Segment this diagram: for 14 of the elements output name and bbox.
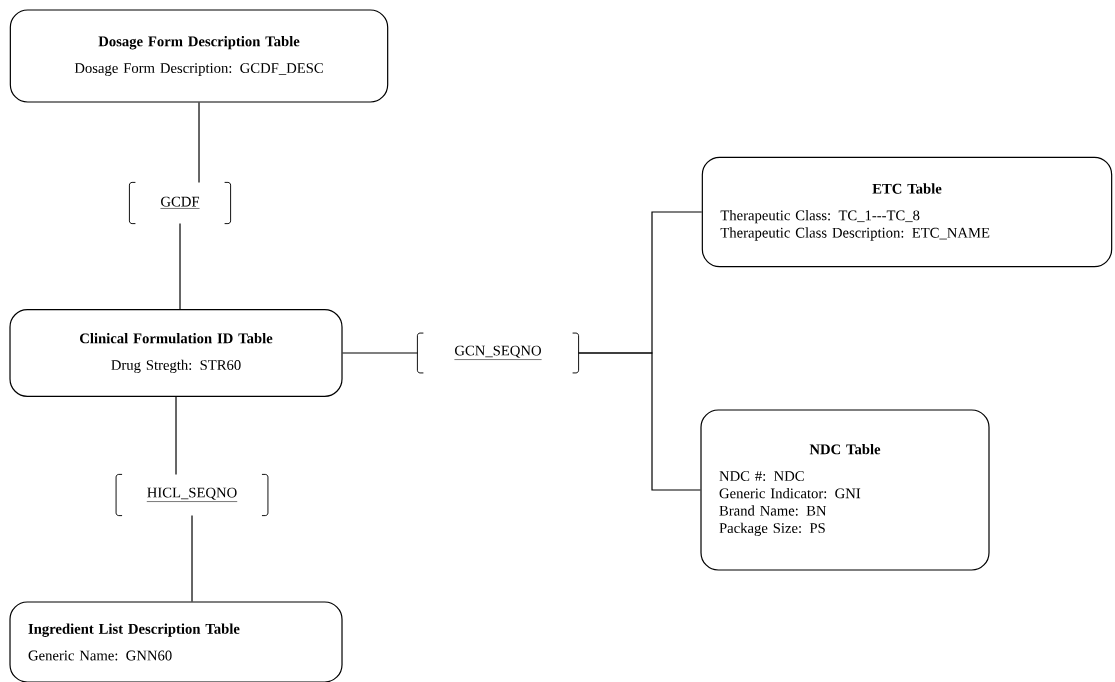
table-box: ETC Table Therapeutic Class: TC_1---TC_8 Therapeutic Class Description: ETC_NAME (701, 156, 1113, 268)
key-bracket: GCDF (128, 181, 232, 225)
key-bracket: GCN_SEQNO (416, 332, 580, 374)
connector-line (191, 515, 193, 602)
table-box: NDC Table NDC #: NDC Generic Indicator: GNI Brand Name: BN Package Size: PS (700, 409, 990, 571)
table-box: Clinical Formulation ID Table Drug Stregth: STR60 (9, 309, 343, 397)
connector-line (175, 396, 177, 475)
connector-line (578, 352, 701, 491)
table-box: Ingredient List Description Table Generic Name: GNN60 (9, 601, 343, 682)
table-box: Dosage Form Description Table Dosage Form Description: GCDF_DESC (9, 9, 389, 103)
connector-line (342, 352, 418, 354)
connector-line (179, 223, 181, 310)
connector-line (198, 102, 200, 183)
key-bracket: HICL_SEQNO (115, 473, 269, 517)
